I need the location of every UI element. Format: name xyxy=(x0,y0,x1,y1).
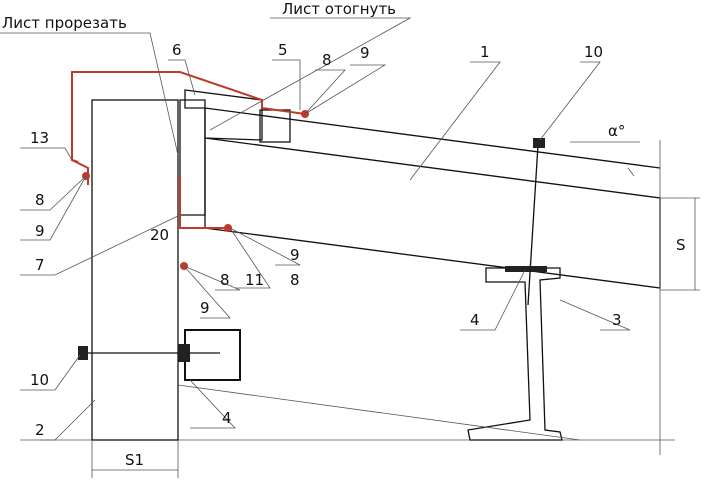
callout-10-roof: 10 xyxy=(584,43,603,61)
bracket-nut xyxy=(178,344,190,362)
steel-purlin xyxy=(467,267,563,441)
callout-8-mid: 8 xyxy=(220,271,230,289)
label-bent-sheet: Лист отогнуть xyxy=(282,0,396,18)
dim-s1-label: S1 xyxy=(125,451,144,469)
wall-panel xyxy=(91,99,179,441)
callout-6: 6 xyxy=(172,41,182,59)
callout-13: 13 xyxy=(30,129,49,147)
seal-block xyxy=(259,109,291,143)
callout-9: 9 xyxy=(360,44,370,62)
callout-2: 2 xyxy=(35,421,45,439)
roof-panel xyxy=(204,137,661,289)
roof-screw xyxy=(527,144,539,306)
callout-8-right: 8 xyxy=(290,271,300,289)
screw-head-icon xyxy=(533,138,545,148)
seal-insulation xyxy=(184,89,263,141)
callout-9-low: 9 xyxy=(200,299,210,317)
purlin-washer xyxy=(505,266,547,272)
callout-5: 5 xyxy=(278,41,288,59)
callout-8-left: 8 xyxy=(35,191,45,209)
callout-10-wall: 10 xyxy=(30,371,49,389)
leaders xyxy=(0,17,631,441)
callout-11: 11 xyxy=(245,271,264,289)
callout-9-left: 9 xyxy=(35,222,45,240)
purlin-slope-line xyxy=(177,384,581,441)
screw-head-icon xyxy=(78,346,88,360)
callout-1: 1 xyxy=(480,43,490,61)
fastener-icon xyxy=(224,224,232,232)
callout-8: 8 xyxy=(322,51,332,69)
angle-20: 20 xyxy=(150,226,169,244)
callout-4-left: 4 xyxy=(222,409,232,427)
dim-s-label: S xyxy=(676,236,686,254)
alpha-arrow xyxy=(627,167,635,177)
angle-alpha: α° xyxy=(608,122,625,140)
roof-top-sheet xyxy=(204,107,661,169)
label-cut-sheet: Лист прорезать xyxy=(2,14,127,32)
callout-9-mid: 9 xyxy=(290,246,300,264)
callout-3: 3 xyxy=(612,311,622,329)
callout-4-right: 4 xyxy=(470,311,480,329)
filler-insulation xyxy=(179,99,206,216)
inner-flashing xyxy=(179,175,230,229)
callout-7: 7 xyxy=(35,256,45,274)
square-tube xyxy=(184,329,241,381)
